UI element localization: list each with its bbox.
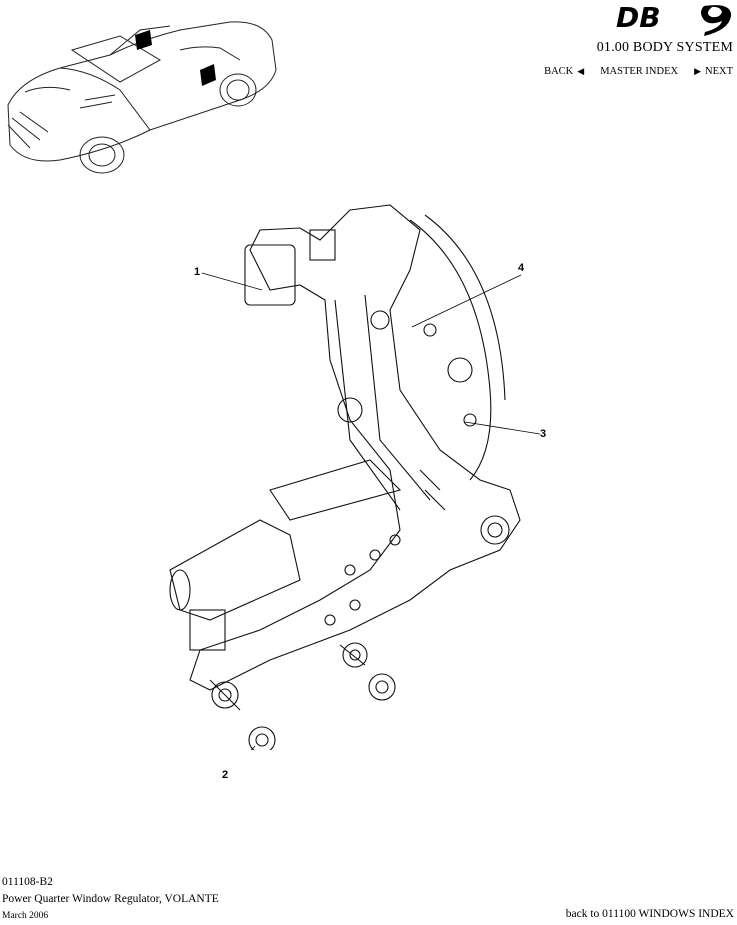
db9-logo: DB xyxy=(616,1,732,37)
back-arrow-icon[interactable]: ◀ xyxy=(577,66,585,77)
car-location-illustration xyxy=(7,21,277,174)
callout-4: 4 xyxy=(518,262,525,274)
back-to-windows-index-link[interactable]: back to 011100 WINDOWS INDEX xyxy=(565,908,734,920)
back-link[interactable]: BACK xyxy=(544,66,574,77)
next-arrow-icon[interactable]: ▶ xyxy=(694,66,701,77)
section-title: 01.00 BODY SYSTEM xyxy=(596,40,733,55)
svg-text:DB: DB xyxy=(616,1,661,34)
document-date: March 2006 xyxy=(2,911,49,921)
navigation-bar: BACK ◀ MASTER INDEX ▶ NEXT xyxy=(544,66,733,77)
next-link[interactable]: NEXT xyxy=(705,66,733,77)
document-title: Power Quarter Window Regulator, VOLANTE xyxy=(2,893,219,905)
callout-1: 1 xyxy=(194,266,201,278)
master-index-link[interactable]: MASTER INDEX xyxy=(600,66,679,77)
document-code: 011108-B2 xyxy=(2,876,53,888)
callout-2: 2 xyxy=(222,769,229,781)
window-regulator-diagram xyxy=(169,204,541,750)
callout-3: 3 xyxy=(540,428,547,440)
